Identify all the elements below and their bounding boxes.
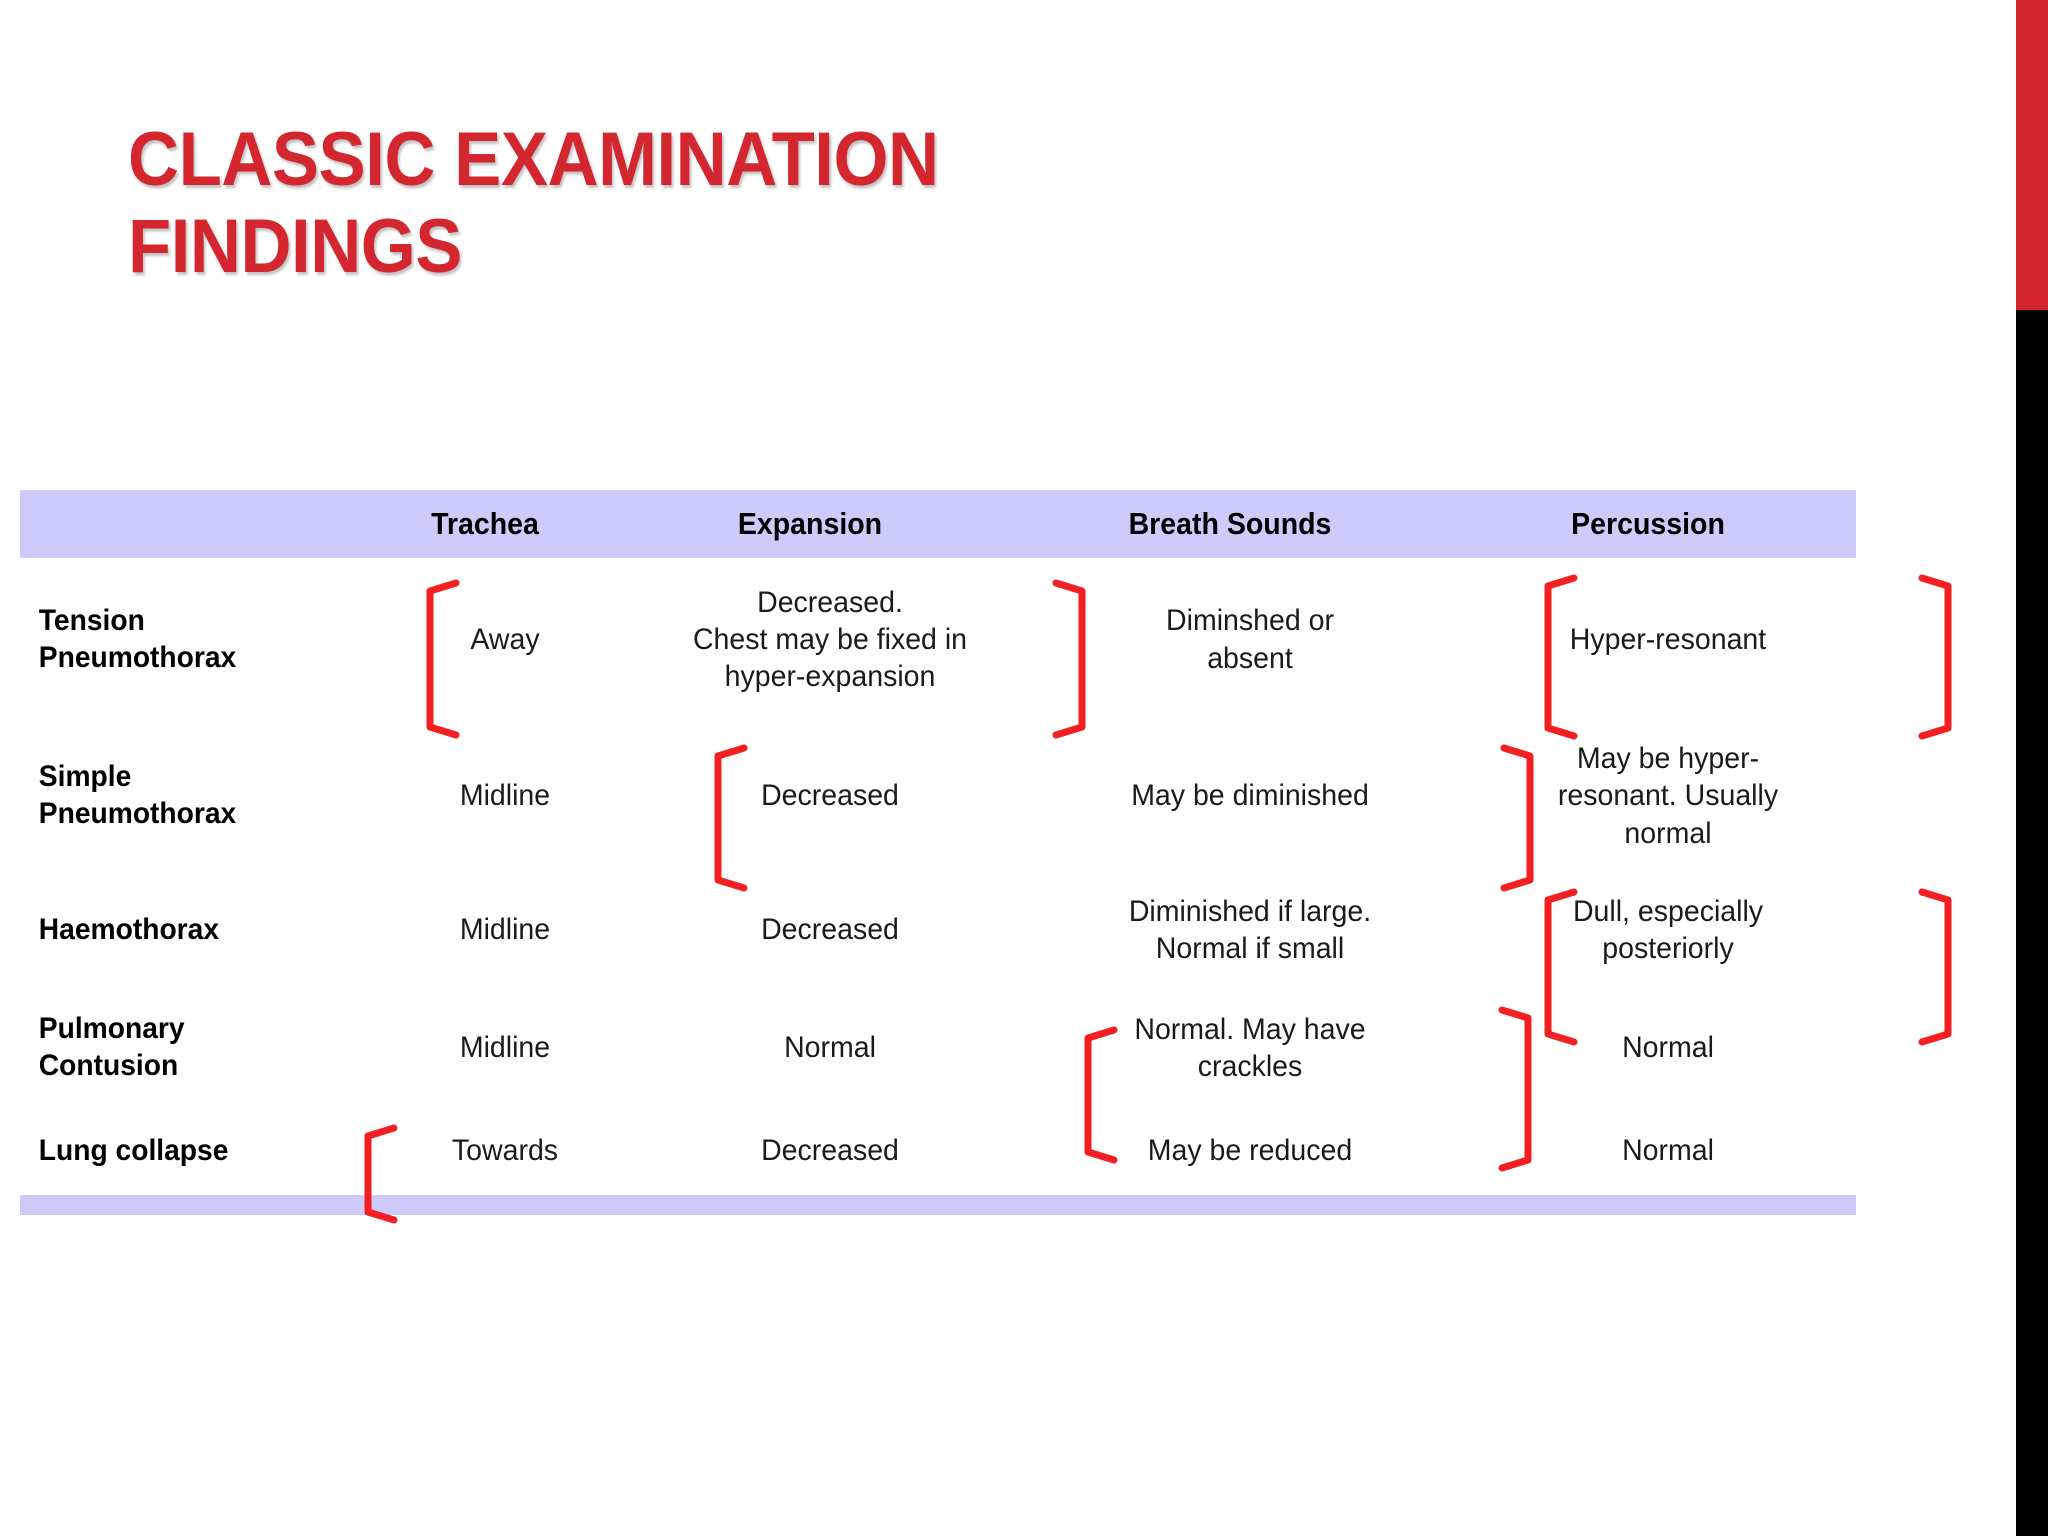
cell-contusion-trachea: Midline bbox=[459, 1031, 551, 1065]
cell-tension-expansion: Decreased. Chest may be fixed in hyper-e… bbox=[692, 585, 968, 694]
cell-lung-collapse-trachea: Towards bbox=[451, 1134, 559, 1168]
table-header-cell-breath-sounds: Breath Sounds bbox=[1128, 506, 1332, 541]
classic-examination-findings-table: Trachea Expansion Breath Sounds Percussi… bbox=[20, 490, 1856, 1215]
cell-contusion-percussion: Normal bbox=[1622, 1031, 1714, 1065]
row-label-lung-collapse: Lung collapse bbox=[38, 1133, 229, 1167]
cell-tension-percussion: Hyper-resonant bbox=[1569, 622, 1767, 656]
table-header-cell-trachea: Trachea bbox=[431, 506, 539, 541]
cell-simple-expansion: Decreased bbox=[761, 779, 899, 813]
row-label-tension-pneumothorax: Tension Pneumothorax bbox=[38, 603, 237, 674]
edge-accent-bar-red bbox=[2016, 0, 2048, 310]
table-header-cell-expansion: Expansion bbox=[737, 506, 883, 541]
cell-simple-trachea: Midline bbox=[459, 779, 551, 813]
cell-lung-collapse-breath-sounds: May be reduced bbox=[1147, 1134, 1353, 1168]
table-row: Lung collapse Towards Decreased May be r… bbox=[20, 1107, 1856, 1195]
table-row: Pulmonary Contusion Midline Normal Norma… bbox=[20, 989, 1856, 1107]
row-label-haemothorax: Haemothorax bbox=[38, 912, 220, 946]
cell-tension-breath-sounds: Diminshed or absent bbox=[1166, 604, 1334, 675]
cell-contusion-breath-sounds: Normal. May have crackles bbox=[1134, 1012, 1366, 1083]
table-row: Haemothorax Midline Decreased Diminished… bbox=[20, 871, 1856, 989]
cell-tension-trachea: Away bbox=[470, 622, 540, 656]
cell-haemothorax-trachea: Midline bbox=[459, 913, 551, 947]
table-footer-band bbox=[20, 1195, 1856, 1215]
cell-haemothorax-breath-sounds: Diminished if large. Normal if small bbox=[1128, 894, 1372, 965]
cell-haemothorax-expansion: Decreased bbox=[761, 913, 899, 947]
cell-lung-collapse-percussion: Normal bbox=[1622, 1134, 1714, 1168]
table-header-row: Trachea Expansion Breath Sounds Percussi… bbox=[20, 490, 1856, 558]
row-label-simple-pneumothorax: Simple Pneumothorax bbox=[38, 760, 237, 830]
table-body: Tension Pneumothorax Away Decreased. Che… bbox=[20, 558, 1856, 1195]
edge-accent-bar-black bbox=[2016, 310, 2048, 1536]
cell-haemothorax-percussion: Dull, especially posteriorly bbox=[1572, 894, 1764, 965]
cell-simple-percussion: May be hyper- resonant. Usually normal bbox=[1557, 742, 1779, 850]
table-row: Simple Pneumothorax Midline Decreased Ma… bbox=[20, 721, 1856, 871]
bracket-haemothorax-percussion-close bbox=[1918, 888, 1952, 1046]
cell-lung-collapse-expansion: Decreased bbox=[761, 1134, 899, 1168]
cell-contusion-expansion: Normal bbox=[784, 1031, 876, 1065]
table-row: Tension Pneumothorax Away Decreased. Che… bbox=[20, 558, 1856, 721]
cell-simple-breath-sounds: May be diminished bbox=[1131, 779, 1369, 813]
bracket-tension-percussion-close bbox=[1918, 574, 1952, 740]
page-title: Classic Examination Findings bbox=[128, 117, 939, 290]
row-label-pulmonary-contusion: Pulmonary Contusion bbox=[38, 1012, 185, 1082]
table-header-cell-percussion: Percussion bbox=[1571, 506, 1725, 541]
